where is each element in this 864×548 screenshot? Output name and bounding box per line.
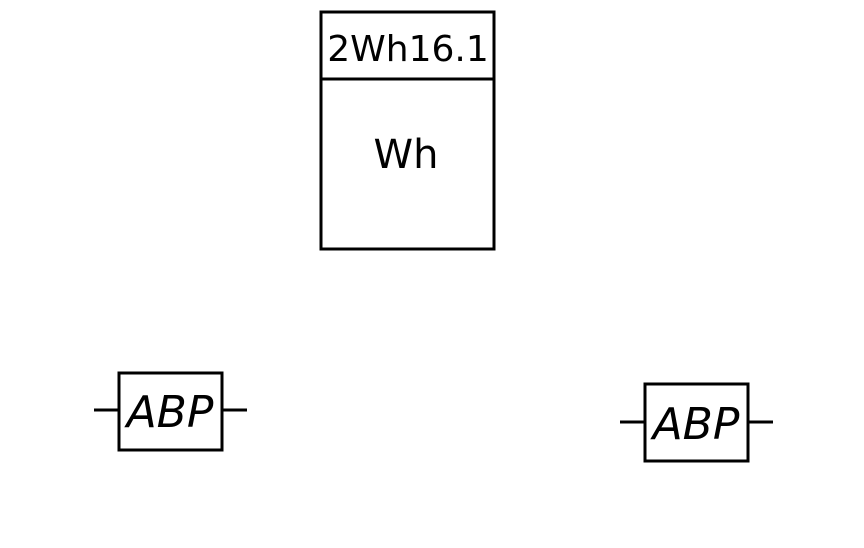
abp-symbol-left: ABP — [94, 371, 247, 452]
meter-id-label: 2Wh16.1 — [327, 29, 488, 70]
watt-hour-meter: 2Wh16.1 Wh — [319, 10, 496, 251]
meter-unit-label: Wh — [374, 132, 439, 178]
abp-left-label: ABP — [124, 387, 214, 438]
meter-outline — [319, 10, 496, 251]
abp-symbol-right: ABP — [620, 382, 773, 463]
abp-right-label: ABP — [650, 399, 740, 450]
